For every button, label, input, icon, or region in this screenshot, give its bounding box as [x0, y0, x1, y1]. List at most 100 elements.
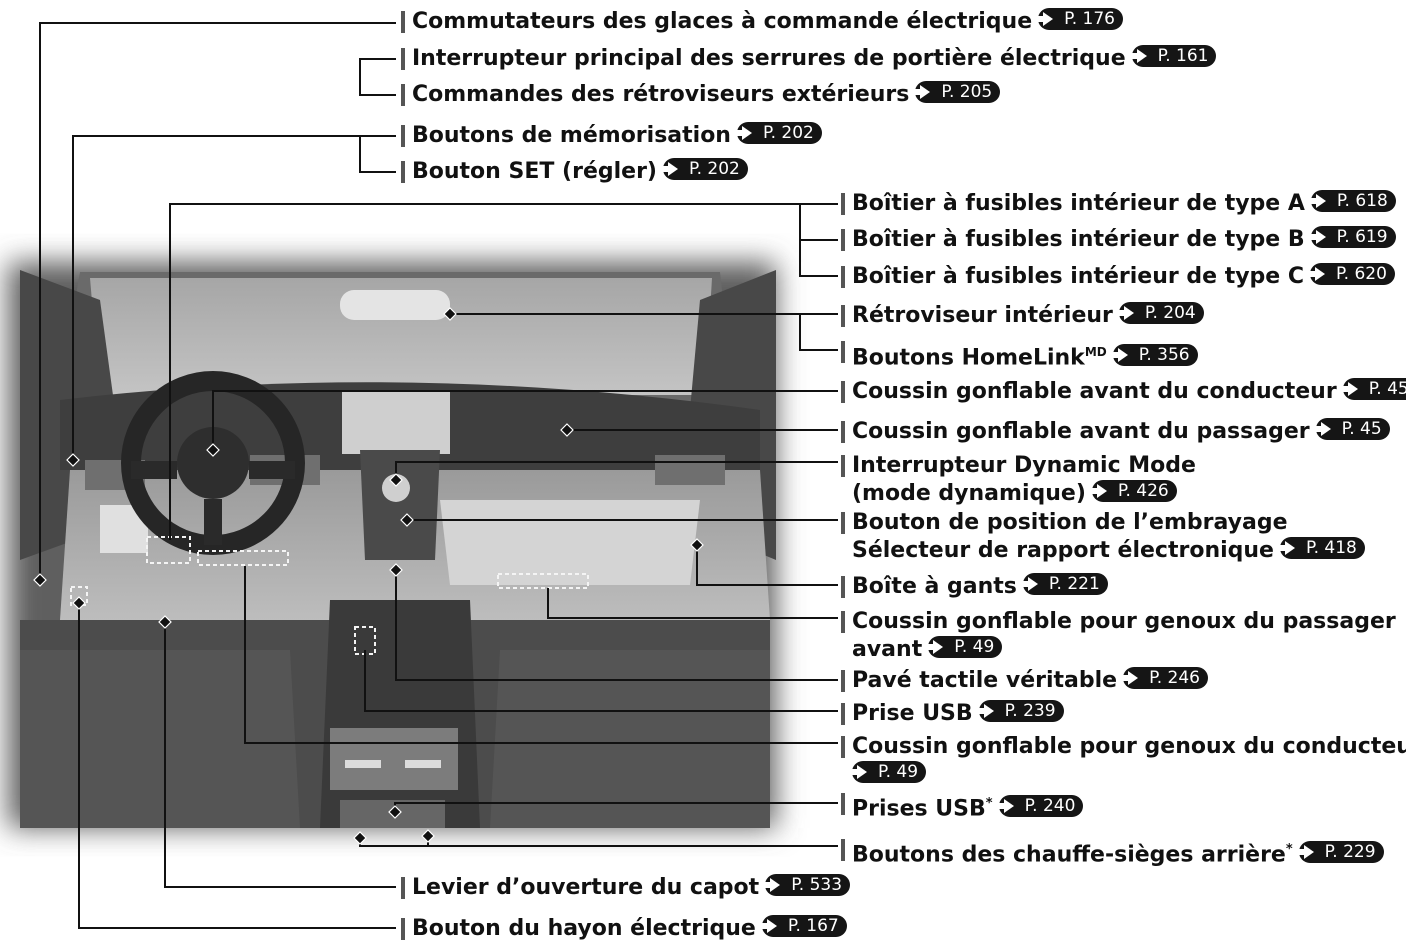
page-ref-badge[interactable]: P. 246: [1120, 667, 1208, 689]
arrow-icon: [1115, 306, 1134, 320]
label-text: Boutons de mémorisation: [412, 123, 731, 148]
page-ref-badge[interactable]: P. 239: [975, 700, 1064, 722]
leader-line-window-switches: [39, 22, 396, 580]
label-text: Pavé tactile véritable: [852, 668, 1118, 693]
label-text: Bouton de position de l’embrayage: [852, 510, 1288, 535]
label-text-line2: Sélecteur de rapport électronique: [852, 538, 1274, 563]
page-ref-badge[interactable]: P. 202: [659, 158, 748, 180]
label-text: Boîtier à fusibles intérieur de type A: [852, 191, 1305, 216]
label-text: Boîtier à fusibles intérieur de type B: [852, 227, 1305, 252]
arrow-icon: [659, 162, 678, 176]
label-text-line2: avant: [852, 637, 923, 662]
page-ref-badge[interactable]: P. 204: [1115, 302, 1204, 324]
leader-line-fuse-box-bc: [799, 203, 838, 277]
arrow-icon: [758, 919, 777, 933]
page-ref-badge[interactable]: P. 418: [1276, 537, 1365, 559]
arrow-icon: [995, 799, 1014, 814]
page-ref-badge[interactable]: P. 426: [1088, 480, 1177, 502]
leader-line-door-locks: [359, 58, 396, 96]
page-ref-badge[interactable]: P. 618: [1307, 190, 1396, 212]
driver-knee-airbag-highlight: [197, 550, 289, 566]
label-text: Levier d’ouverture du capot: [412, 875, 760, 900]
driver-seat: [20, 650, 300, 828]
page-ref-badge[interactable]: P. 356: [1109, 344, 1198, 367]
arrow-icon: [1109, 348, 1128, 363]
page-ref-badge[interactable]: P. 221: [1019, 573, 1108, 595]
glove-box: [440, 500, 700, 585]
arrow-icon: [925, 640, 944, 654]
page-ref-badge[interactable]: P. 619: [1307, 226, 1396, 248]
arrow-icon: [1295, 845, 1314, 860]
leader-line-power-tailgate: [78, 603, 396, 929]
label-rear-seat-heaters: Boutons des chauffe-sièges arrière*P. 22…: [841, 836, 1384, 869]
label-text: Rétroviseur intérieur: [852, 303, 1113, 328]
page-ref-badge[interactable]: P. 167: [758, 915, 847, 937]
label-text: Boutons des chauffe-sièges arrière: [852, 842, 1286, 868]
page-ref-badge[interactable]: P. 49: [849, 761, 927, 783]
label-text: Bouton SET (régler): [412, 159, 657, 184]
windshield: [90, 278, 712, 395]
label-passenger-knee-airbag: Coussin gonflable pour genoux du passage…: [841, 608, 1396, 664]
arrow-icon: [1120, 671, 1139, 685]
label-text: Coussin gonflable avant du conducteur: [852, 379, 1337, 404]
label-text: Boîte à gants: [852, 574, 1017, 599]
arrow-icon: [912, 85, 931, 99]
label-set-button: Bouton SET (régler)P. 202: [401, 158, 748, 186]
arrow-icon: [1128, 49, 1147, 63]
page-ref-badge[interactable]: P. 620: [1307, 263, 1395, 285]
leader-line-dynamic-mode: [395, 461, 838, 480]
label-door-lock-switch: Interrupteur principal des serrures de p…: [400, 45, 1217, 73]
label-text: Coussin gonflable avant du passager: [852, 419, 1310, 444]
page-ref-badge[interactable]: P. 229: [1295, 841, 1384, 864]
label-text: Boutons HomeLink: [852, 345, 1085, 371]
label-text: Prise USB: [852, 701, 973, 726]
label-text: Commandes des rétroviseurs extérieurs: [412, 82, 910, 107]
dynamic-mode-knob: [382, 474, 410, 502]
arrow-icon: [975, 704, 994, 718]
label-text: Boîtier à fusibles intérieur de type C: [852, 264, 1305, 289]
leader-line-fuse-box-a: [169, 203, 838, 540]
label-driver-knee-airbag: Coussin gonflable pour genoux du conduct…: [841, 733, 1406, 789]
page-ref-badge[interactable]: P. 161: [1128, 45, 1217, 67]
page-ref-badge[interactable]: P. 533: [762, 874, 851, 896]
arrow-icon: [1307, 267, 1326, 281]
label-text: Prises USB: [852, 796, 986, 822]
page-ref-badge[interactable]: P. 49: [925, 636, 1003, 658]
page-ref-badge[interactable]: P. 240: [995, 795, 1084, 818]
rear-vents: [330, 728, 458, 790]
label-rear-usb-ports: Prises USB*P. 240: [840, 790, 1084, 823]
leader-dots: [33, 307, 704, 845]
page-ref-badge[interactable]: P. 45: [1312, 418, 1390, 440]
page-ref-badge[interactable]: P. 176: [1035, 8, 1123, 30]
page-ref-badge[interactable]: P. 202: [733, 122, 822, 144]
rear-view-mirror: [340, 290, 450, 320]
leader-line-driver-knee-airbag: [244, 566, 838, 744]
page-ref-badge[interactable]: P. 205: [912, 81, 1001, 103]
leader-line-driver-airbag: [212, 390, 838, 450]
leader-line-passenger-knee-airbag: [547, 588, 838, 619]
label-dynamic-mode: Interrupteur Dynamic Mode(mode dynamique…: [841, 452, 1196, 508]
label-asterisk: *: [1285, 842, 1293, 857]
label-text: Coussin gonflable pour genoux du conduct…: [852, 734, 1406, 759]
label-text-line2: (mode dynamique): [852, 481, 1086, 506]
arrow-icon: [1088, 484, 1107, 498]
label-text: Interrupteur principal des serrures de p…: [412, 46, 1126, 71]
arrow-icon: [1019, 577, 1038, 591]
steering-wheel: [121, 371, 305, 555]
page-ref-badge[interactable]: P. 45: [1339, 378, 1406, 400]
leader-line-glove-box: [696, 545, 838, 586]
